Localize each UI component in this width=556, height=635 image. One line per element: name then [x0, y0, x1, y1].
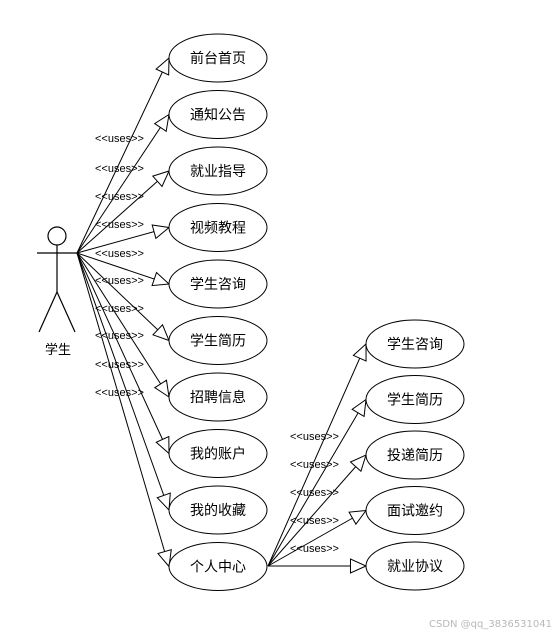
right-association-line	[267, 343, 367, 567]
left-use-case-ellipse	[168, 316, 268, 365]
left-arrowhead	[156, 492, 171, 512]
right-use-case-ellipse	[365, 375, 465, 424]
right-stereotype-labels: <<uses>> <<uses>> <<uses>> <<uses>> <<uses>>	[290, 431, 339, 555]
left-stereotype-label: <<uses>>	[95, 163, 144, 175]
left-arrowhead	[153, 379, 170, 399]
right-use-case-label: 面试邀约	[387, 504, 443, 520]
left-arrowhead	[153, 113, 170, 133]
actor-figure	[37, 226, 77, 333]
right-stereotype-label: <<uses>>	[290, 431, 339, 443]
right-arrowhead	[348, 509, 368, 526]
right-use-case-ellipse	[365, 319, 465, 369]
left-stereotype-label: <<uses>>	[95, 330, 144, 342]
left-use-case-ellipse	[168, 90, 268, 139]
right-arrowhead	[349, 558, 368, 574]
right-use-case-label: 学生咨询	[387, 337, 443, 353]
left-use-case-label: 前台首页	[190, 50, 246, 67]
right-use-case-ellipse	[365, 541, 465, 591]
left-use-case-ellipse	[168, 203, 268, 252]
left-stereotype-label: <<uses>>	[95, 359, 144, 371]
actor-right-leg	[56, 291, 76, 333]
left-stereotype-label: <<uses>>	[95, 275, 144, 287]
right-stereotype-label: <<uses>>	[290, 487, 339, 499]
left-association-line	[76, 252, 170, 285]
left-association-line	[76, 252, 170, 454]
left-use-case-label: 视频教程	[190, 221, 246, 237]
left-stereotype-label: <<uses>>	[95, 303, 144, 315]
left-association-line	[76, 170, 170, 254]
left-association-line	[76, 114, 170, 254]
left-association-line	[76, 252, 170, 567]
left-use-case-ellipse	[168, 372, 268, 422]
right-use-case-label: 学生简历	[387, 392, 443, 409]
right-stereotype-label: <<uses>>	[290, 515, 339, 527]
left-use-case-label: 就业指导	[190, 164, 246, 180]
left-use-case-label: 个人中心	[190, 560, 246, 576]
left-association-line	[76, 252, 170, 398]
left-use-case-label: 招聘信息	[190, 389, 246, 406]
left-arrowhead	[155, 435, 170, 455]
left-stereotype-label: <<uses>>	[95, 219, 144, 231]
left-use-case-ellipse	[168, 429, 268, 478]
left-use-case-label: 通知公告	[190, 107, 246, 124]
left-use-case-ellipse	[168, 542, 268, 591]
left-stereotype-label: <<uses>>	[95, 133, 144, 145]
left-arrowhead	[151, 170, 170, 188]
left-arrowhead	[151, 271, 171, 287]
right-use-case-label: 就业协议	[387, 559, 443, 575]
left-stereotype-labels: <<uses>> <<uses>> <<uses>> <<uses>> <<uses>>…	[95, 133, 144, 399]
left-use-case-ellipse	[168, 146, 268, 196]
left-arrowhead	[152, 323, 170, 342]
right-associations	[267, 342, 368, 574]
left-stereotype-label: <<uses>>	[95, 387, 144, 399]
right-stereotype-label: <<uses>>	[290, 543, 339, 555]
left-use-case-label: 学生简历	[190, 333, 246, 350]
left-use-case-label: 学生咨询	[190, 277, 246, 293]
actor-label: 学生	[45, 342, 71, 358]
left-association-line	[76, 57, 170, 254]
actor-left-leg	[38, 291, 58, 333]
left-associations	[76, 56, 172, 568]
right-arrowhead	[352, 342, 367, 362]
left-use-case-ellipse	[168, 259, 268, 309]
left-stereotype-label: <<uses>>	[95, 191, 144, 203]
right-association-line	[267, 510, 367, 567]
left-association-line	[76, 252, 170, 511]
left-use-case-label: 我的收藏	[190, 503, 246, 519]
right-association-line	[267, 454, 367, 567]
right-association-line	[267, 399, 367, 567]
right-use-case-ellipse	[365, 486, 465, 535]
right-use-case-label: 投递简历	[387, 447, 443, 464]
left-arrowhead	[157, 548, 172, 568]
right-use-case-ellipse	[365, 430, 465, 480]
watermark: CSDN @qq_3836531041	[429, 619, 552, 630]
left-arrowhead	[155, 56, 170, 76]
left-use-case-label: 我的账户	[190, 446, 246, 463]
left-association-line	[76, 252, 170, 341]
right-arrowhead	[351, 398, 367, 418]
right-stereotype-label: <<uses>>	[290, 459, 339, 471]
right-arrowhead	[349, 454, 367, 473]
left-arrowhead	[151, 224, 171, 240]
left-stereotype-label: <<uses>>	[95, 248, 144, 260]
left-use-case-ellipse	[168, 485, 268, 535]
left-use-case-ellipse	[168, 33, 268, 83]
actor-head	[47, 226, 67, 246]
